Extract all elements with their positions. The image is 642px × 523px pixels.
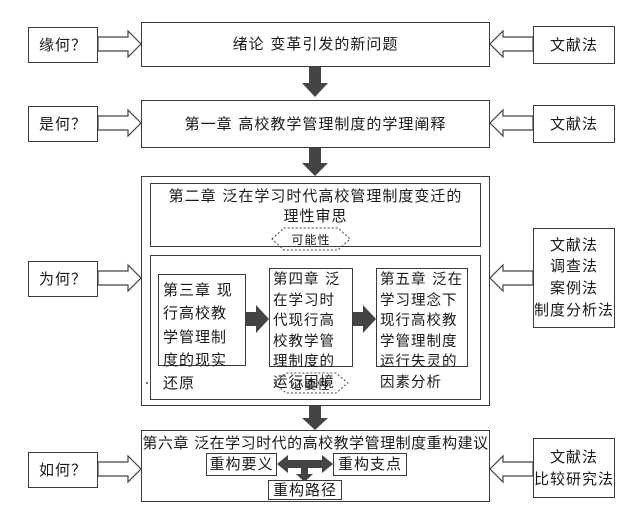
method-case: 案例法 [549, 279, 598, 297]
stage-intro-label: 绪论 变革引发的新问题 [232, 35, 399, 54]
hollow-arrow-left-1 [97, 29, 142, 59]
stage-why-container [141, 176, 490, 406]
down-arrow-2 [302, 148, 328, 176]
question-what: 是何？ [38, 114, 87, 133]
necessity-label: 必要性 [291, 378, 331, 392]
method-box-2: 文献法 [533, 105, 615, 143]
method-box-3: 文献法 调查法 案例法 制度分析法 [533, 228, 615, 328]
method-institutional-analysis: 制度分析法 [534, 300, 615, 319]
hollow-arrow-left-4 [97, 454, 142, 484]
question-box-how: 如何？ [28, 452, 98, 488]
question-how: 如何？ [38, 460, 87, 479]
stage-chapter-3-label: 第三章 现行高校教学管理制度的现实还原 [163, 281, 233, 392]
hollow-arrow-right-2 [489, 108, 534, 138]
chapters-3-5-container [150, 255, 481, 400]
stage-intro: 绪论 变革引发的新问题 [141, 22, 490, 67]
method-box-4: 文献法 比较研究法 [533, 438, 615, 498]
stage-chapter-2-line2: 理性审思 [283, 207, 348, 225]
hollow-arrow-right-1 [489, 29, 534, 59]
stage-chapter-6-label: 第六章 泛在学习时代的高校教学管理制度重构建议 [142, 434, 489, 452]
stage-chapter-1-label: 第一章 高校教学管理制度的学理阐释 [184, 114, 447, 133]
stage-chapter-2: 第二章 泛在学习时代高校管理制度变迁的 理性审思 [150, 183, 481, 247]
rebuild-path-label: 重构路径 [272, 480, 337, 499]
rebuild-essentials-label: 重构要义 [209, 455, 274, 474]
stage-chapter-1: 第一章 高校教学管理制度的学理阐释 [141, 100, 490, 148]
stage-chapter-3: 第三章 现行高校教学管理制度的现实还原 [158, 274, 246, 392]
hollow-arrow-right-3 [489, 263, 534, 293]
hollow-arrow-right-4 [489, 454, 534, 484]
method-literature-3: 文献法 [549, 235, 598, 254]
hollow-arrow-left-2 [97, 108, 142, 138]
method-literature-2: 文献法 [549, 114, 598, 133]
rebuild-path-box: 重构路径 [268, 480, 342, 500]
down-arrow-3 [302, 406, 328, 430]
hollow-arrow-left-3 [97, 263, 142, 293]
question-box-why-origin: 缘何？ [28, 27, 98, 63]
rebuild-essentials-box: 重构要义 [206, 453, 277, 476]
method-literature-4: 文献法 [549, 447, 598, 466]
stage-chapter-2-text: 第二章 泛在学习时代高校管理制度变迁的 理性审思 [151, 186, 480, 226]
question-why-origin: 缘何？ [38, 35, 87, 54]
stage-chapter-4: 第四章 泛在学习时代现行高校教学管理制度的运行困境 [269, 268, 353, 391]
down-arrow-1 [302, 67, 328, 97]
method-box-1: 文献法 [533, 26, 615, 64]
stage-chapter-5-label: 第五章 泛在学习理念下现行高校教学管理制度运行失灵的因素分析 [380, 272, 464, 391]
rebuild-pillars-label: 重构支点 [337, 455, 402, 474]
stage-chapter-5: 第五章 泛在学习理念下现行高校教学管理制度运行失灵的因素分析 [376, 268, 468, 391]
question-why: 为何？ [38, 269, 87, 288]
question-box-what: 是何？ [28, 106, 98, 142]
method-survey: 调查法 [549, 257, 598, 276]
method-literature-1: 文献法 [549, 35, 598, 54]
stage-chapter-6: 第六章 泛在学习时代的高校教学管理制度重构建议 [141, 430, 490, 502]
possibility-label: 可能性 [291, 233, 331, 247]
rebuild-pillars-box: 重构支点 [333, 453, 407, 476]
question-box-why: 为何？ [28, 261, 98, 297]
stage-chapter-4-label: 第四章 泛在学习时代现行高校教学管理制度的运行困境 [273, 272, 341, 391]
method-comparative: 比较研究法 [534, 470, 615, 488]
stage-chapter-2-line1: 第二章 泛在学习时代高校管理制度变迁的 [168, 187, 463, 205]
